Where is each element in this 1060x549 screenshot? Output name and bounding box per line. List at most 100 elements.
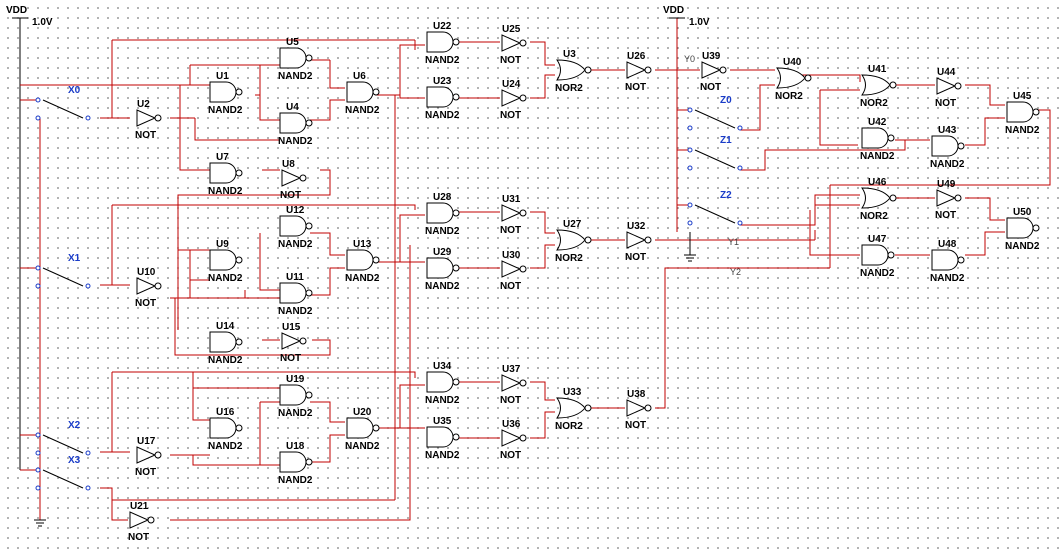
gate-ref-label: U42 [868, 117, 887, 128]
gate-ref-label: U45 [1013, 91, 1032, 102]
gate-type-label: NOR2 [555, 253, 583, 264]
gate-ref-label: U15 [282, 322, 301, 333]
switch-label: Z1 [720, 135, 732, 146]
gate-ref-label: U22 [433, 21, 452, 32]
vdd-label: VDD [663, 5, 684, 16]
switch-x2[interactable]: X2 [35, 420, 91, 456]
gate-type-label: NAND2 [860, 151, 895, 162]
gate-type-label: NAND2 [278, 408, 313, 419]
gate-type-label: NOT [135, 298, 156, 309]
switch-x1[interactable]: X1 [35, 253, 91, 289]
gate-type-label: NAND2 [278, 71, 313, 82]
gate-type-label: NAND2 [208, 186, 243, 197]
gate-type-label: NOR2 [775, 91, 803, 102]
net-label-y2: Y2 [730, 267, 741, 277]
vdd-voltage: 1.0V [32, 17, 53, 28]
gate-ref-label: U36 [502, 419, 521, 430]
gate-type-label: NAND2 [425, 450, 460, 461]
switch-label: X2 [68, 420, 81, 431]
gate-type-label: NOT [128, 532, 149, 543]
switch-x0[interactable]: X0 [35, 85, 91, 121]
gate-ref-label: U28 [433, 192, 452, 203]
gate-type-label: NAND2 [278, 239, 313, 250]
gate-ref-label: U43 [938, 125, 957, 136]
switch-label: X3 [68, 455, 81, 466]
gate-type-label: NAND2 [1005, 125, 1040, 136]
gate-ref-label: U35 [433, 416, 452, 427]
gate-ref-label: U8 [282, 159, 295, 170]
gate-ref-label: U6 [353, 71, 366, 82]
switch-z0[interactable]: Z0 [687, 95, 743, 131]
gate-type-label: NOT [700, 82, 721, 93]
gate-ref-label: U18 [286, 441, 305, 452]
gate-type-label: NAND2 [930, 273, 965, 284]
switch-label: Z2 [720, 190, 732, 201]
gate-type-label: NAND2 [278, 136, 313, 147]
net-label-y1: Y1 [728, 237, 739, 247]
gate-ref-label: U4 [286, 102, 299, 113]
gate-ref-label: U47 [868, 234, 887, 245]
gate-type-label: NOT [625, 82, 646, 93]
gate-type-label: NOR2 [860, 98, 888, 109]
switch-z2[interactable]: Z2 [687, 190, 743, 226]
gate-type-label: NAND2 [208, 105, 243, 116]
gate-ref-label: U38 [627, 389, 646, 400]
gate-ref-label: U40 [783, 57, 802, 68]
gate-type-label: NAND2 [345, 273, 380, 284]
switch-x3[interactable]: X3 [35, 455, 91, 491]
switch-label: Z0 [720, 95, 732, 106]
gate-ref-label: U26 [627, 51, 646, 62]
switch-z1[interactable]: Z1 [687, 135, 743, 171]
gate-type-label: NOT [135, 130, 156, 141]
gate-type-label: NOT [280, 353, 301, 364]
gate-type-label: NOR2 [555, 421, 583, 432]
gate-type-label: NAND2 [345, 441, 380, 452]
gate-ref-label: U48 [938, 239, 957, 250]
gate-ref-label: U44 [937, 67, 956, 78]
gate-ref-label: U49 [937, 179, 956, 190]
gate-ref-label: U20 [353, 407, 372, 418]
gate-type-label: NOT [935, 98, 956, 109]
gate-type-label: NOT [500, 450, 521, 461]
gate-type-label: NOT [500, 55, 521, 66]
gate-type-label: NAND2 [425, 395, 460, 406]
ground-symbols [34, 254, 696, 527]
gate-type-label: NAND2 [208, 441, 243, 452]
gate-type-label: NAND2 [345, 105, 380, 116]
gate-type-label: NOR2 [555, 83, 583, 94]
gate-type-label: NOT [625, 252, 646, 263]
gate-ref-label: U1 [216, 71, 229, 82]
gate-ref-label: U19 [286, 374, 305, 385]
gate-ref-label: U9 [216, 239, 229, 250]
gate-type-label: NOT [500, 225, 521, 236]
gate-ref-label: U7 [216, 152, 229, 163]
gate-ref-label: U31 [502, 194, 521, 205]
gate-type-label: NAND2 [930, 159, 965, 170]
